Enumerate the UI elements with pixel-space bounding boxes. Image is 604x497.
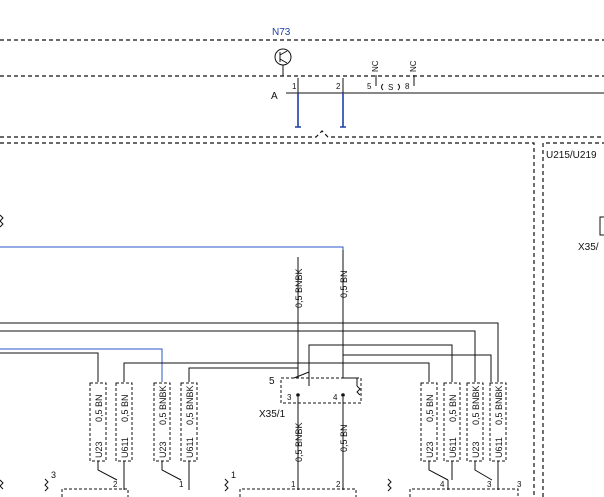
left-code-1: U23 [94, 441, 104, 458]
right-code-4: U611 [494, 437, 504, 458]
bottom-pin-c: 1 [179, 480, 184, 489]
transistor-symbol-icon [274, 48, 292, 66]
blue-wire-lower [0, 348, 163, 382]
bus-wire-2 [0, 330, 476, 382]
bottom-pin-b: 2 [113, 480, 118, 489]
left-wire-4: 0,5 BNBK [185, 385, 195, 425]
right-wire-2: 0,5 BN [448, 394, 458, 422]
right-wire-1: 0,5 BN [425, 394, 435, 422]
tube-left [295, 93, 301, 128]
bottom-pin-leads [123, 480, 499, 490]
right-connector-body [599, 216, 604, 236]
center-pin-right-dot [341, 393, 345, 397]
nc-mark-left: NC [371, 60, 380, 72]
tube-right [340, 93, 346, 128]
connector-right-label: X35/ [578, 242, 599, 253]
pin-2-label: 2 [336, 82, 341, 91]
pin-8-label: 8 [405, 82, 410, 91]
left-group-leads [97, 461, 190, 481]
right-wire-4: 0,5 BNBK [494, 385, 504, 425]
bus-wire-1 [0, 322, 499, 382]
left-wire-1: 0,5 BN [94, 394, 104, 422]
right-frame [542, 142, 604, 497]
right-code-2: U611 [448, 437, 458, 458]
pin-5-label: 5 [367, 82, 372, 91]
bus-wire-6 [308, 344, 453, 382]
left-frame [0, 142, 535, 497]
left-code-4: U611 [185, 437, 195, 458]
bus-wire-4 [123, 362, 430, 382]
bottom-connector-1 [61, 488, 129, 497]
left-resistor-icon [0, 214, 4, 228]
left-code-3: U23 [158, 441, 168, 458]
center-connector-box [280, 377, 362, 404]
bottom-connector-3 [409, 488, 519, 497]
bottom-pin-d: 1 [231, 470, 236, 480]
bus-wire-7 [342, 354, 492, 382]
center-connector-side-number: 5 [269, 376, 275, 387]
center-pin-left: 3 [287, 393, 292, 402]
bottom-pin-e: 1 [291, 480, 296, 489]
upper-wire-label-right: 0,5 BN [339, 270, 349, 298]
bottom-pin-g: 4 [440, 480, 445, 489]
component-name: N73 [272, 27, 291, 38]
bus-wire-5 [188, 367, 298, 382]
pin-1-label: 1 [292, 82, 297, 91]
bottom-connector-2 [239, 488, 357, 497]
right-code-3: U23 [471, 441, 481, 458]
bottom-resistor-icons [0, 478, 392, 492]
left-code-2: U611 [120, 437, 130, 458]
region-label: U215/U219 [546, 150, 597, 161]
center-resistor-icon [356, 385, 361, 396]
right-group-leads [428, 461, 499, 481]
nc-mark-right: NC [409, 60, 418, 72]
bottom-pin-i: 3 [517, 480, 522, 489]
left-wire-3: 0,5 BNBK [158, 385, 168, 425]
bottom-pin-f: 2 [336, 480, 341, 489]
lower-wire-label-left: 0,5 BNBK [294, 422, 304, 462]
bottom-pin-h: 3 [487, 480, 492, 489]
left-wire-2: 0,5 BN [120, 394, 130, 422]
upper-wire-label-left: 0,5 BNBK [294, 268, 304, 308]
center-pin-right: 4 [333, 393, 338, 402]
bus-wire-3 [0, 352, 99, 382]
center-connector-name: X35/1 [259, 409, 286, 420]
connector-label: A [271, 91, 278, 102]
s-mark: S [388, 83, 393, 92]
right-wire-3: 0,5 BNBK [471, 385, 481, 425]
center-connector-traces [293, 371, 358, 386]
bottom-pin-a: 3 [51, 470, 56, 480]
lower-wire-label-right: 0,5 BN [339, 424, 349, 452]
center-pin-left-dot [296, 393, 300, 397]
right-code-1: U23 [425, 441, 435, 458]
blue-wire-upper [0, 246, 344, 250]
component-box-bottom [0, 130, 604, 138]
brace-icon [381, 83, 400, 91]
